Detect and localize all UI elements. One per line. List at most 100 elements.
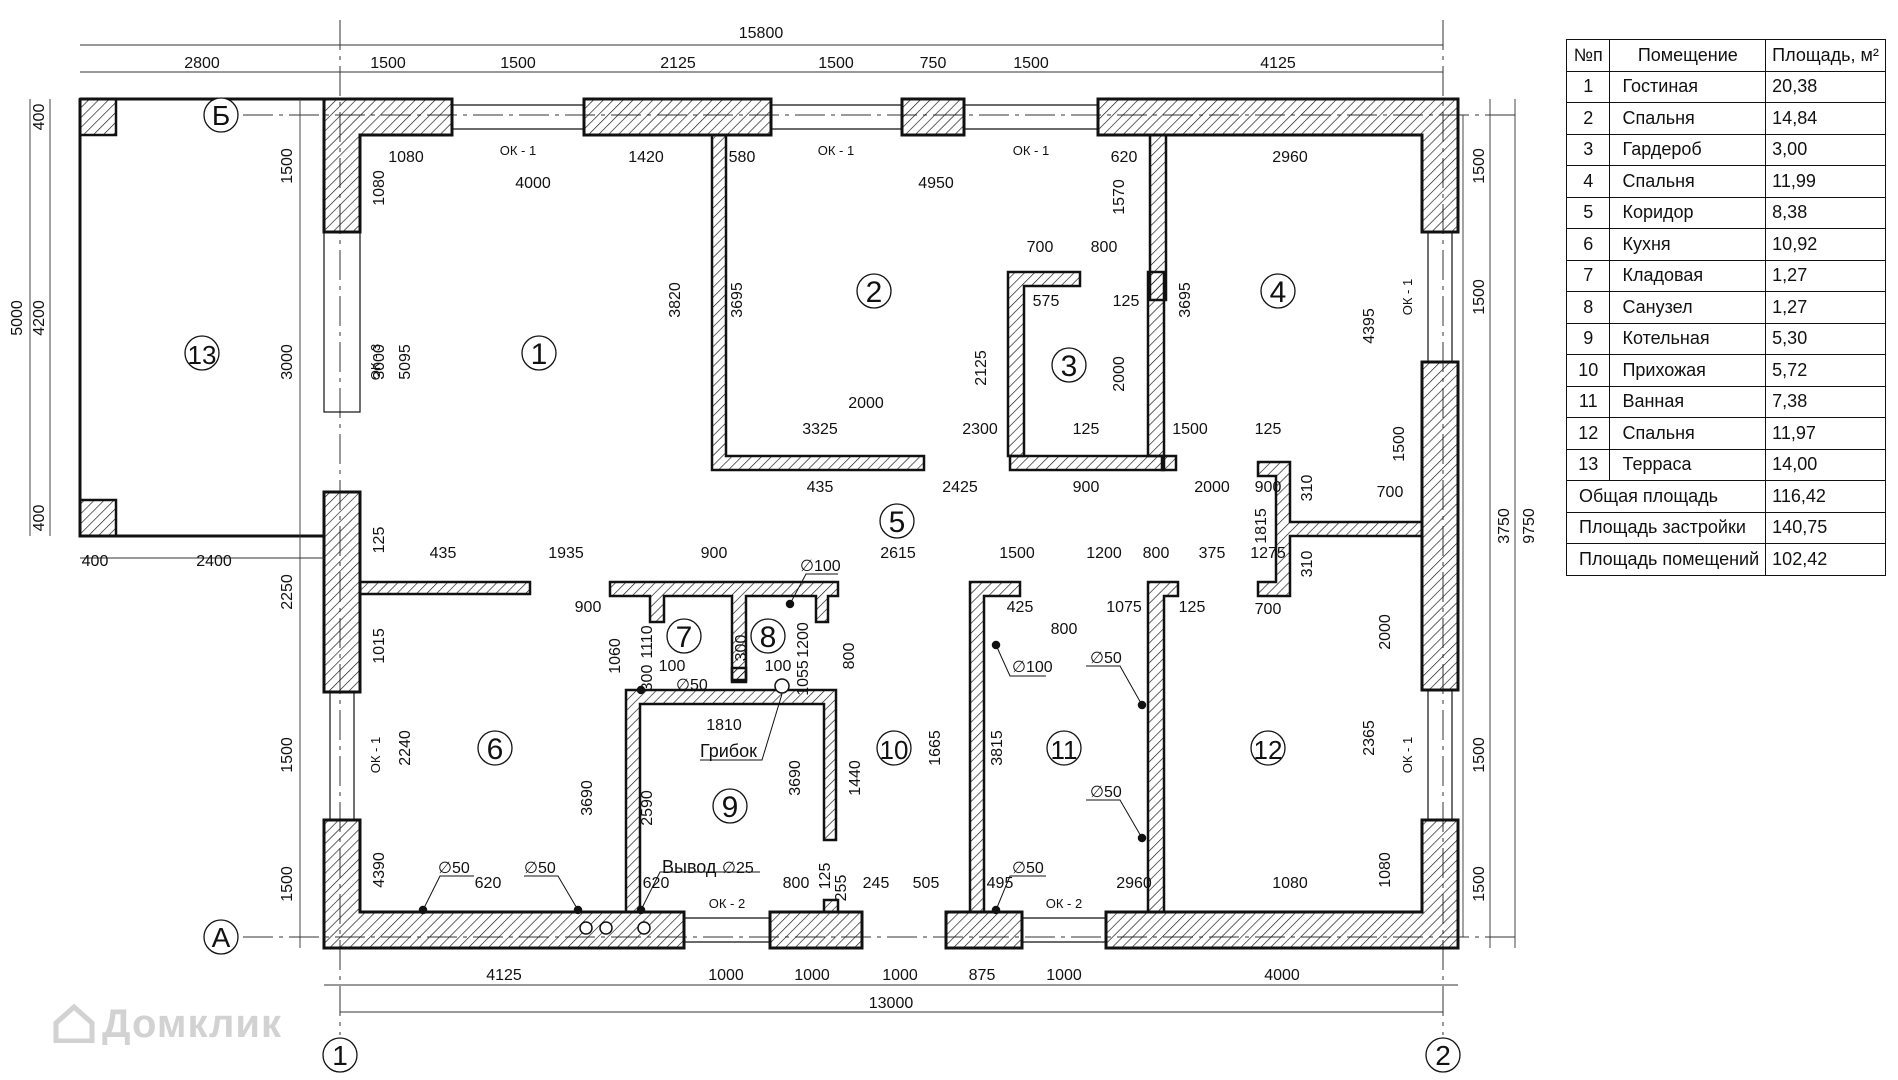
room-number-2: 2 <box>866 276 883 309</box>
dim-inner: 4950 <box>918 175 954 192</box>
pipe-label: ∅25 <box>722 860 754 877</box>
cell-area: 8,38 <box>1765 196 1886 229</box>
dim-bottom-2: 1000 <box>708 967 744 984</box>
total-label: Площадь помещений <box>1565 543 1767 576</box>
dim-inner: 2000 <box>848 395 884 412</box>
dim-inner: 4395 <box>1361 308 1378 344</box>
dim-inner: 125 <box>1255 421 1282 438</box>
dim-inner: 800 <box>1143 545 1170 562</box>
axis-label-right: 2 <box>1435 1040 1451 1071</box>
cell-room: Ванная <box>1609 385 1767 418</box>
dim-right-4: 1500 <box>1471 737 1488 773</box>
dim-inner: 300 <box>639 665 656 692</box>
cell-room: Спальня <box>1609 417 1767 450</box>
cell-room: Коридор <box>1609 196 1767 229</box>
dim-inner: 2425 <box>942 479 978 496</box>
leader-lines <box>422 573 1143 911</box>
dim-inner: 1500 <box>999 545 1035 562</box>
dim-right-overall: 9750 <box>1521 508 1538 544</box>
dim-inner: 375 <box>1199 545 1226 562</box>
dim-inner: 100 <box>659 658 686 675</box>
cell-area: 11,99 <box>1765 165 1886 198</box>
cell-room: Прихожая <box>1609 354 1767 387</box>
inner-dimensions: 1080 1420 580 620 2960 4000 4950 700 800… <box>388 149 1403 892</box>
cell-num: 13 <box>1565 448 1611 481</box>
cell-num: 3 <box>1565 133 1611 166</box>
dim-bottom-5: 875 <box>969 967 996 984</box>
dim-inner: 4390 <box>371 852 388 888</box>
dim-inner: 620 <box>475 875 502 892</box>
dim-inner: 3815 <box>989 730 1006 766</box>
axis-label-bottom: А <box>212 922 231 953</box>
dim-inner: 1080 <box>388 149 424 166</box>
cell-num: 8 <box>1565 291 1611 324</box>
window-mark: ОК - 2 <box>1046 896 1082 911</box>
header-num: №п <box>1565 39 1611 72</box>
window-mark: ОК - 1 <box>1013 143 1049 158</box>
dim-bottom-6: 1000 <box>1046 967 1082 984</box>
dim-left-5: 1500 <box>279 866 296 902</box>
dim-inner: 2000 <box>1111 356 1128 392</box>
cell-num: 10 <box>1565 354 1611 387</box>
dim-inner: 245 <box>863 875 890 892</box>
dim-inner: 1500 <box>1391 426 1408 462</box>
dim-inner: 3820 <box>667 282 684 318</box>
dim-bottom-3: 1000 <box>794 967 830 984</box>
dim-bottom-7: 4000 <box>1264 967 1300 984</box>
dim-terrace-overall: 5000 <box>9 300 26 336</box>
axis-label-left: 1 <box>332 1040 348 1071</box>
cell-num: 11 <box>1565 385 1611 418</box>
fixtures <box>418 599 1147 935</box>
dim-inner: 255 <box>833 875 850 902</box>
dim-inner: 1810 <box>706 717 742 734</box>
dim-bottom-1: 4125 <box>486 967 522 984</box>
dim-top-7: 1500 <box>1013 55 1049 72</box>
room-number-3: 3 <box>1061 350 1078 383</box>
pipe-label: ∅50 <box>438 860 470 877</box>
header-area: Площадь, м² <box>1765 39 1886 72</box>
dim-top-1: 2800 <box>184 55 220 72</box>
pipe-label: ∅50 <box>524 860 556 877</box>
dim-inner: 125 <box>1073 421 1100 438</box>
dim-right-5: 1500 <box>1471 866 1488 902</box>
pipe-label: ∅50 <box>1012 860 1044 877</box>
dim-inner: 125 <box>371 527 388 554</box>
cell-area: 5,30 <box>1765 322 1886 355</box>
watermark: Домклик <box>52 1002 282 1047</box>
dim-inner: 1075 <box>1106 599 1142 616</box>
dim-top-6: 750 <box>920 55 947 72</box>
dim-inner: 800 <box>1051 621 1078 638</box>
outlet-label: Вывод <box>662 857 717 877</box>
pipe-label: ∅50 <box>1090 784 1122 801</box>
cell-num: 2 <box>1565 102 1611 135</box>
dim-inner: 310 <box>1299 551 1316 578</box>
dim-right-3: 3750 <box>1496 508 1513 544</box>
room-number-4: 4 <box>1270 276 1287 309</box>
cell-num: 5 <box>1565 196 1611 229</box>
dim-inner: 620 <box>1111 149 1138 166</box>
dim-inner: 2960 <box>1272 149 1308 166</box>
dimension-lines <box>29 44 1516 1013</box>
dim-inner: 1055 <box>795 660 812 696</box>
table-header-row: №п Помещение Площадь, м² <box>1565 39 1886 72</box>
dim-top-3: 1500 <box>500 55 536 72</box>
windows <box>323 104 1453 943</box>
dim-inner: 700 <box>1255 601 1282 618</box>
dim-inner: 2960 <box>1116 875 1152 892</box>
dim-inner: 1060 <box>607 638 624 674</box>
dim-inner: 900 <box>1073 479 1100 496</box>
cell-room: Гостиная <box>1609 70 1767 103</box>
dim-terrace-inner: 4200 <box>31 300 48 336</box>
dim-terrace-bottom-2: 2400 <box>196 553 232 570</box>
pipe-label: ∅50 <box>1090 650 1122 667</box>
dim-inner: 620 <box>643 875 670 892</box>
dim-inner: 495 <box>987 875 1014 892</box>
dim-top-4: 2125 <box>660 55 696 72</box>
dim-inner: 1110 <box>639 625 656 658</box>
dim-inner: 700 <box>1027 239 1054 256</box>
